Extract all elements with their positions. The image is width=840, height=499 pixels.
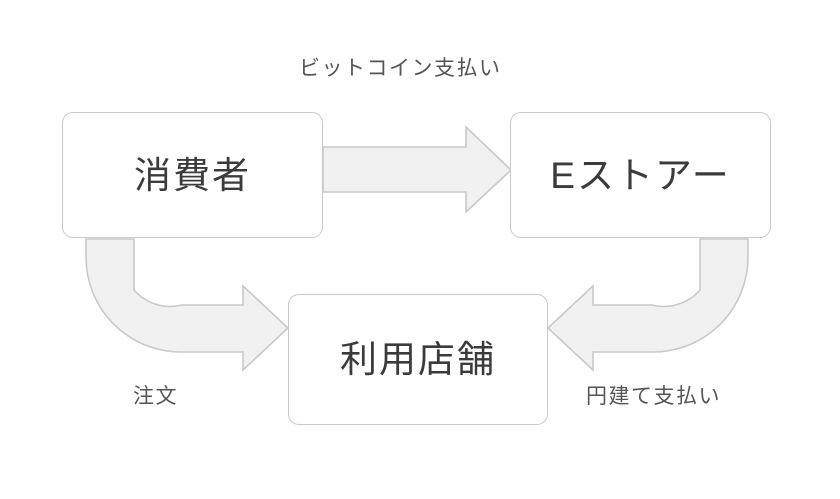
arrow-yen-payment xyxy=(546,238,749,372)
arrow-bitcoin-payment xyxy=(322,125,513,214)
node-shop-label: 利用店舗 xyxy=(340,339,496,380)
node-shop[interactable]: 利用店舗 xyxy=(288,294,548,425)
node-estore-label: Eストアー xyxy=(550,154,731,196)
node-estore[interactable]: Eストアー xyxy=(510,112,771,238)
edge-label-yen-payment: 円建て支払い xyxy=(586,385,721,408)
arrow-order xyxy=(85,238,290,372)
node-consumer-label: 消費者 xyxy=(134,154,251,196)
edge-label-bitcoin-payment: ビットコイン支払い xyxy=(299,57,502,80)
node-consumer[interactable]: 消費者 xyxy=(62,112,323,238)
edge-label-order: 注文 xyxy=(133,385,178,408)
